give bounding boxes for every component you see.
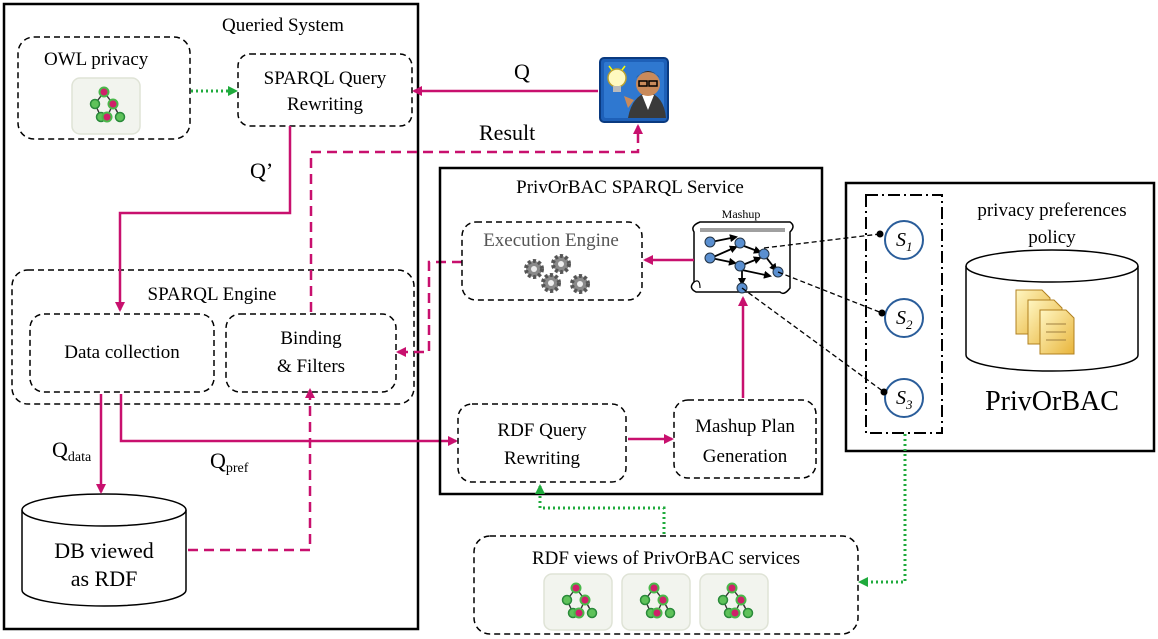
data-collection-box: [29, 313, 215, 393]
rdf-rewriting-line2: Rewriting: [504, 448, 580, 469]
rdf-view-frame-2: [621, 573, 691, 631]
privacy-preferences-box: [844, 181, 1156, 453]
s2-main: S: [896, 307, 906, 329]
rdf-views-box: [473, 535, 859, 635]
binding-line2: & Filters: [277, 356, 345, 377]
services-to-views-arrow: [858, 434, 907, 587]
mashup-to-s1-link: [763, 233, 881, 249]
sparql-engine-label: SPARQL Engine: [148, 284, 277, 305]
owl-privacy-box: [17, 36, 191, 140]
execution-engine-label: Execution Engine: [483, 230, 619, 251]
db-viewed-as-rdf-cylinder: [21, 493, 187, 607]
s3-main: S: [896, 387, 906, 409]
s1-sub: 1: [906, 239, 913, 254]
gears-icon: [524, 254, 590, 294]
rdf-query-rewriting-box: [457, 403, 627, 483]
s3-label: S3: [896, 387, 913, 412]
service-title: PrivOrBAC SPARQL Service: [516, 177, 744, 198]
mashup-scroll-icon: [690, 221, 794, 295]
q-data-main: Q: [52, 437, 68, 462]
services-group-box: [865, 194, 943, 434]
s3-endpoint-dot: [880, 388, 888, 396]
s2-endpoint-dot: [878, 309, 886, 317]
result-arrow: [309, 124, 643, 312]
q-pref-sub: pref: [226, 461, 249, 476]
mashup-to-s2-link: [777, 271, 883, 314]
sparql-query-rewriting-box: [237, 53, 413, 127]
result-label: Result: [479, 120, 535, 145]
sparql-rewriting-line1: SPARQL Query: [264, 68, 387, 89]
q-data-sub: data: [68, 450, 92, 465]
preferences-title-line2: policy: [1028, 227, 1076, 248]
q-label: Q: [514, 59, 530, 84]
q-prime-arrow: [115, 126, 292, 312]
sparql-engine-box: [11, 269, 415, 405]
queried-system-title: Queried System: [222, 15, 344, 36]
rdf-rewriting-line1: RDF Query: [497, 420, 587, 441]
rdf-view-frame-1: [543, 573, 613, 631]
s2-sub: 2: [906, 317, 913, 332]
user-person-icon: [599, 57, 669, 123]
mashup-plan-generation-box: [673, 399, 817, 479]
s1-endpoint-dot: [876, 230, 884, 238]
q-pref-main: Q: [210, 448, 226, 473]
s1-label: S1: [896, 229, 913, 254]
plan-line2: Generation: [703, 446, 788, 467]
sparql-rewriting-line2: Rewriting: [287, 94, 363, 115]
db-line2: as RDF: [71, 566, 138, 591]
queried-system-box: [2, 2, 420, 631]
privorbac-db-label: PrivOrBAC: [985, 386, 1119, 417]
service-s1: [884, 220, 924, 260]
preferences-title-line1: privacy preferences: [977, 200, 1126, 221]
views-to-rewriting-arrow: [535, 484, 666, 534]
q-data-label: Qdata: [52, 437, 92, 465]
q-prime-label: Q’: [250, 158, 273, 183]
s3-sub: 3: [905, 397, 913, 412]
s1-main: S: [896, 229, 906, 251]
service-s3: [884, 378, 924, 418]
plan-line1: Mashup Plan: [695, 416, 795, 437]
mashup-to-s3-link: [741, 287, 885, 393]
service-s2: [884, 298, 924, 338]
execution-engine-box: [461, 221, 643, 301]
db-to-binding-arrow: [188, 388, 315, 552]
engine-to-binding-arrow: [396, 260, 462, 357]
mashup-label: Mashup: [722, 207, 761, 221]
q-pref-arrow: [119, 394, 458, 446]
documents-icon: [1015, 289, 1075, 355]
rdf-view-frame-3: [699, 573, 769, 631]
owl-tree-frame: [71, 77, 141, 135]
q-pref-label: Qpref: [210, 448, 249, 476]
privorbac-sparql-service-box: [438, 166, 824, 496]
binding-filters-box: [225, 313, 397, 393]
db-line1: DB viewed: [54, 538, 154, 563]
binding-line1: Binding: [280, 328, 342, 349]
rdf-views-title: RDF views of PrivOrBAC services: [532, 548, 800, 569]
s2-label: S2: [896, 307, 913, 332]
owl-privacy-label: OWL privacy: [44, 49, 149, 70]
data-collection-label: Data collection: [64, 342, 180, 363]
